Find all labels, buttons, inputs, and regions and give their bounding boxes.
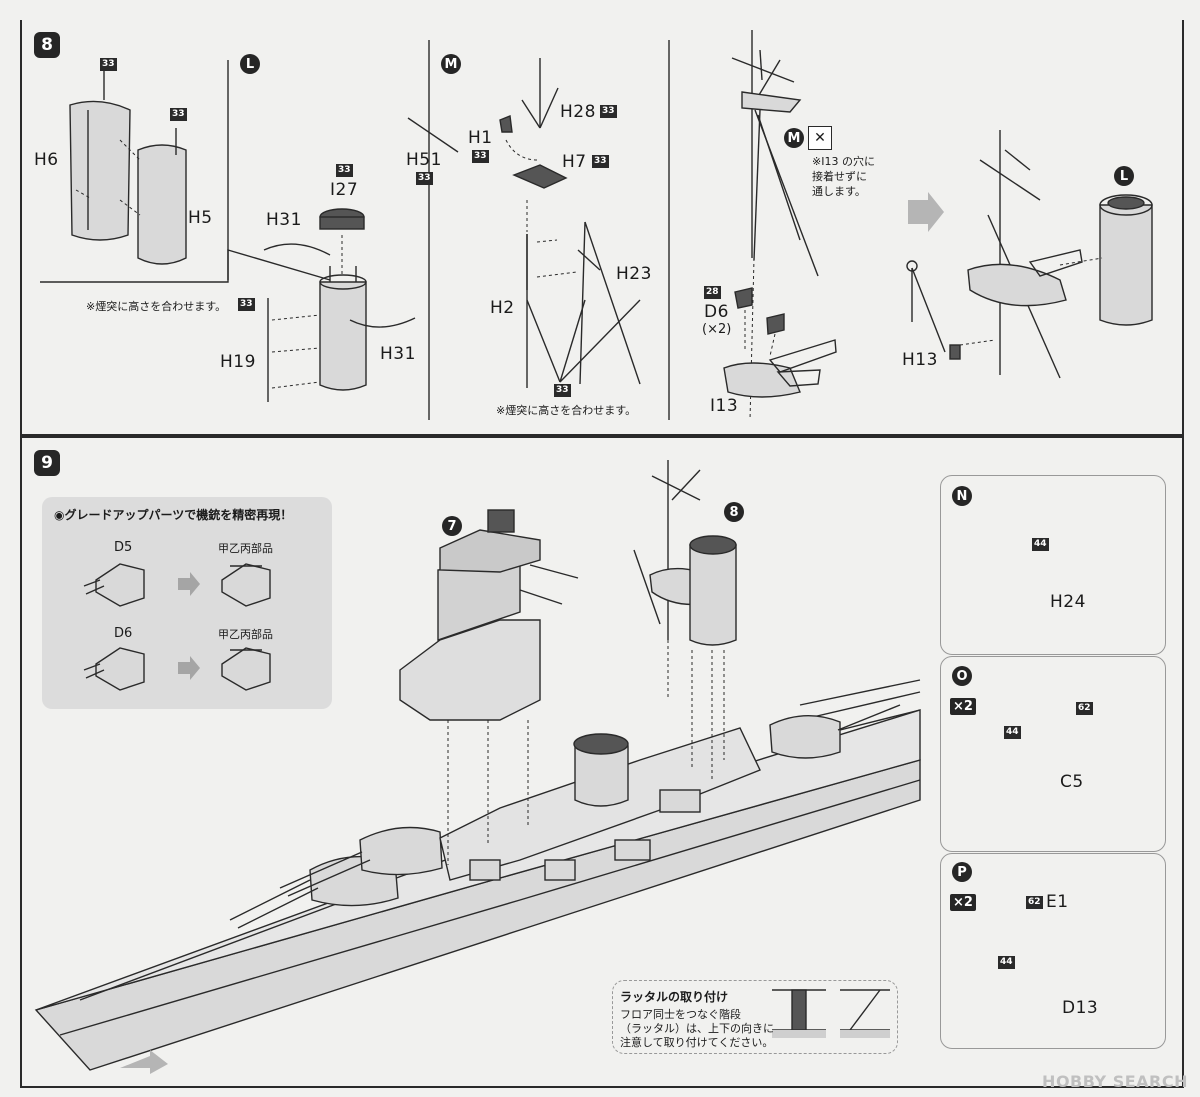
part-label-h13: H13: [902, 350, 938, 370]
part-label-h31: H31: [266, 210, 302, 230]
part-label-h23: H23: [616, 264, 652, 284]
part-label-e1: E1: [1046, 892, 1069, 912]
part-label-d13: D13: [1062, 998, 1099, 1018]
part-label-d6: D6: [704, 302, 729, 322]
part-label-i13: I13: [710, 396, 739, 416]
part-label-d5: D5: [114, 540, 133, 555]
sprue-num: 62: [1026, 896, 1043, 909]
part-label-h51: H51: [406, 150, 442, 170]
sub-step-p-badge: P: [952, 862, 972, 882]
sub-step-7-badge: 7: [442, 516, 462, 536]
sprue-num: 33: [600, 105, 617, 118]
watermark: HOBBY SEARCH: [1042, 1072, 1188, 1091]
sub-step-m-badge: M: [784, 128, 804, 148]
part-label-c5: C5: [1060, 772, 1084, 792]
step-9-frame: [20, 436, 1184, 1088]
ladder-box: [612, 980, 898, 1054]
part-label-h31: H31: [380, 344, 416, 364]
sub-panel-o: [940, 656, 1166, 852]
step-8-badge: 8: [34, 32, 60, 58]
sub-step-o-badge: O: [952, 666, 972, 686]
part-label-h6: H6: [34, 150, 59, 170]
sub-panel-n: [940, 475, 1166, 655]
sprue-num: 33: [416, 172, 433, 185]
no-glue-icon: ✕: [808, 126, 832, 150]
sprue-num: 62: [1076, 702, 1093, 715]
sub-step-n-badge: N: [952, 486, 972, 506]
part-label-i27: I27: [330, 180, 359, 200]
sprue-num: 44: [998, 956, 1015, 969]
sprue-num: 44: [1004, 726, 1021, 739]
step-8-artwork: [40, 30, 1153, 421]
sprue-num: 33: [554, 384, 571, 397]
sprue-num: 28: [704, 286, 721, 299]
sprue-num: 33: [592, 155, 609, 168]
sub-step-l-badge: L: [1114, 166, 1134, 186]
part-label-d6: D6: [114, 626, 133, 641]
sprue-num: 44: [1032, 538, 1049, 551]
part-qty-d6: (×2): [702, 322, 732, 337]
quantity-x2-badge: ×2: [950, 894, 976, 911]
note-stack-height: ※煙突に高さを合わせます。: [86, 300, 227, 313]
part-label-d5-alt: 甲乙丙部品: [218, 542, 273, 555]
step-9-badge: 9: [34, 450, 60, 476]
ladder-box-line1: フロア同士をつなぐ階段: [620, 1008, 741, 1021]
sub-panel-p: [940, 853, 1166, 1049]
part-label-d6-alt: 甲乙丙部品: [218, 628, 273, 641]
step-8-frame: [20, 20, 1184, 436]
quantity-x2-badge: ×2: [950, 698, 976, 715]
sub-step-8-badge: 8: [724, 502, 744, 522]
part-label-h7: H7: [562, 152, 587, 172]
part-label-h1: H1: [468, 128, 493, 148]
note-i13-hole: ※I13 の穴に 接着せずに 通します。: [812, 155, 875, 198]
sprue-num: 33: [336, 164, 353, 177]
sprue-num: 33: [472, 150, 489, 163]
part-label-h5: H5: [188, 208, 213, 228]
sprue-num: 33: [238, 298, 255, 311]
sprue-num: 33: [170, 108, 187, 121]
part-label-h2: H2: [490, 298, 515, 318]
sprue-num: 33: [100, 58, 117, 71]
upgrade-box-title: ◉グレードアップパーツで機銃を精密再現！: [54, 508, 293, 522]
part-label-h28: H28: [560, 102, 596, 122]
note-stack-height: ※煙突に高さを合わせます。: [496, 404, 637, 417]
part-label-h19: H19: [220, 352, 256, 372]
ladder-box-line2: （ラッタル）は、上下の向きに: [620, 1022, 774, 1035]
sub-step-m-badge: M: [441, 54, 461, 74]
ladder-box-title: ラッタルの取り付け: [620, 990, 729, 1004]
sub-step-l-badge: L: [240, 54, 260, 74]
part-label-h24: H24: [1050, 592, 1086, 612]
ladder-box-line3: 注意して取り付けてください。: [620, 1036, 774, 1049]
